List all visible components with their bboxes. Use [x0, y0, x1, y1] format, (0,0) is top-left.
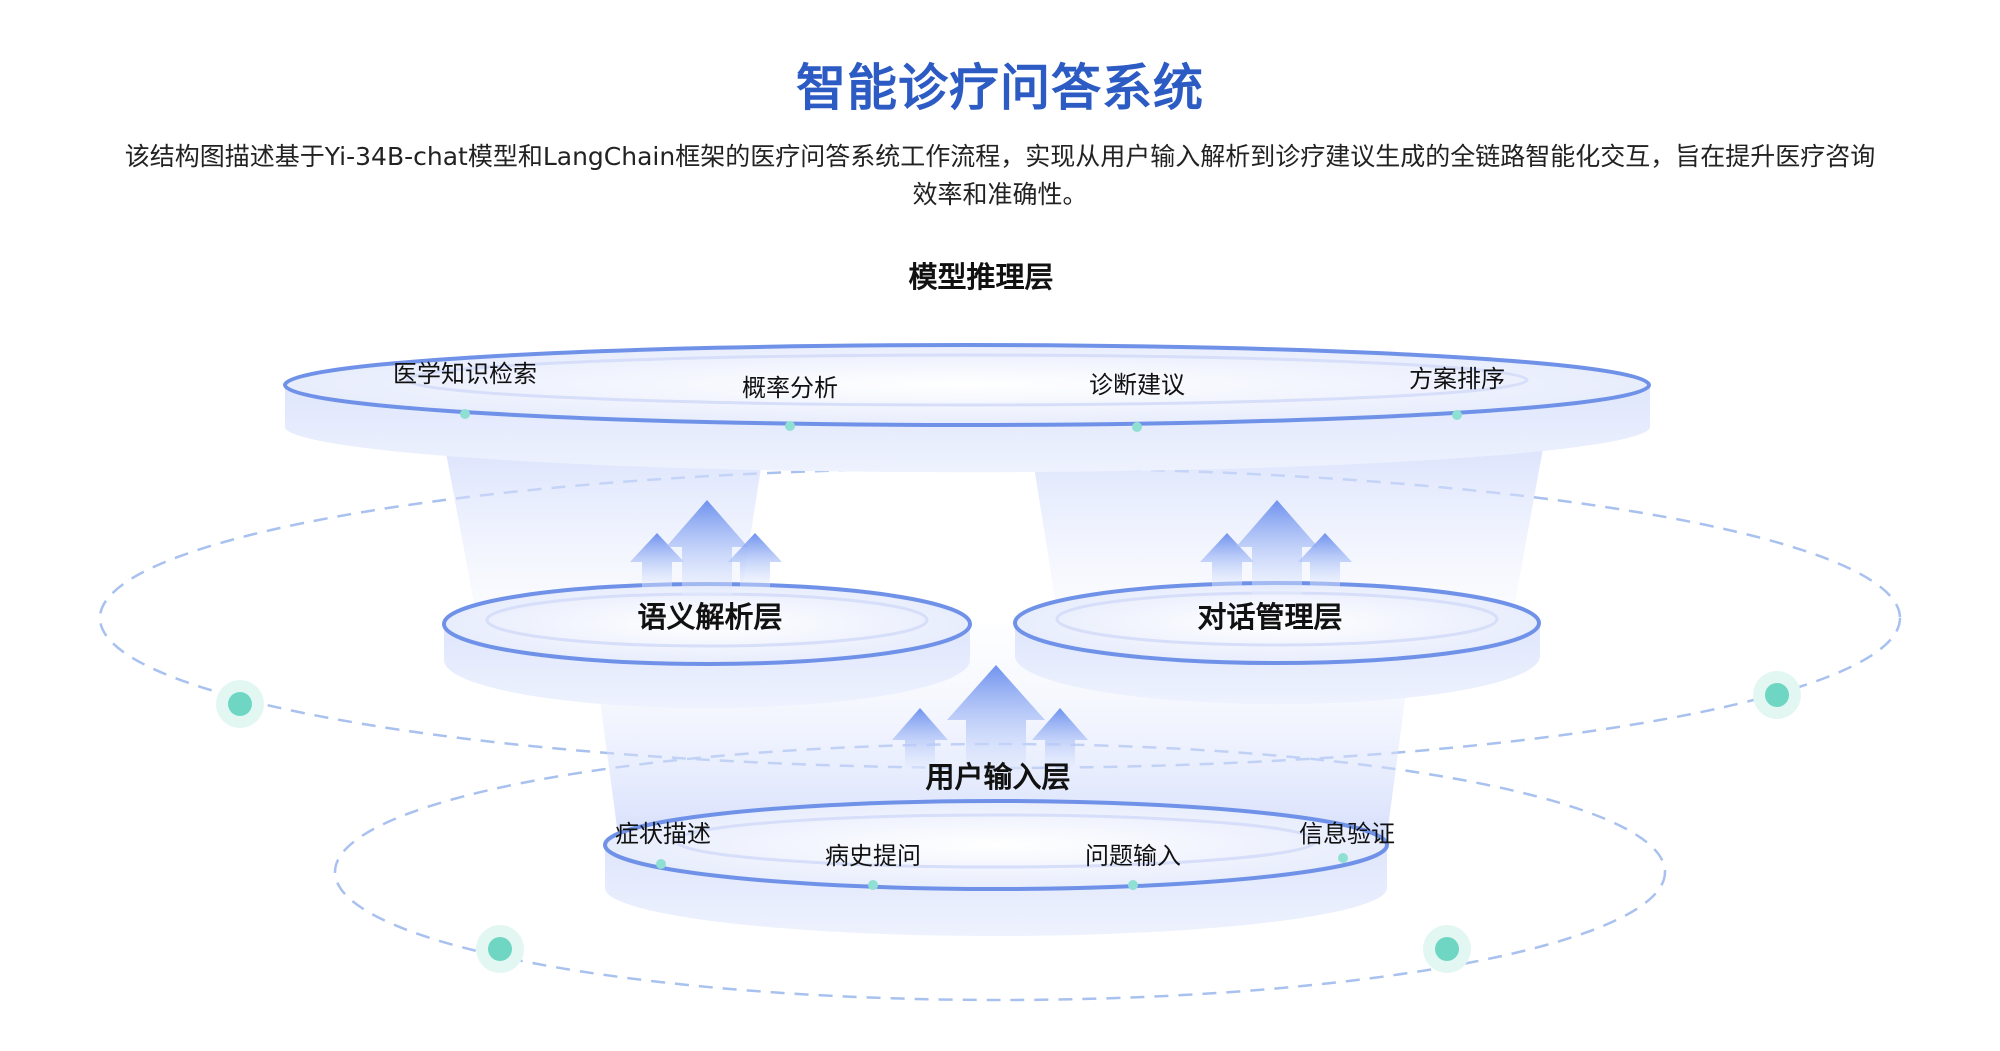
model-item-plan-ranking: 方案排序 — [1409, 365, 1505, 393]
platform-input — [603, 799, 1389, 936]
platform-semantic — [442, 582, 972, 708]
input-item-info-verification: 信息验证 — [1299, 820, 1395, 848]
model-item-probability-analysis: 概率分析 — [742, 374, 838, 402]
layer-name-semantic: 语义解析层 — [637, 600, 782, 634]
input-item-question-input: 问题输入 — [1085, 842, 1181, 870]
item-dots — [460, 409, 1462, 890]
page-title: 智能诊疗问答系统 — [796, 59, 1204, 117]
layer-name-dialog: 对话管理层 — [1197, 600, 1342, 634]
orbit-nodes — [216, 671, 1801, 973]
layer-name-model: 模型推理层 — [908, 260, 1053, 294]
input-item-history-question: 病史提问 — [825, 842, 921, 870]
outer-orbit — [98, 466, 1902, 770]
layer-name-input: 用户输入层 — [925, 760, 1070, 794]
arrows-semantic-to-model — [630, 500, 782, 595]
input-item-symptom-description: 症状描述 — [615, 820, 711, 848]
page-description: 该结构图描述基于Yi-34B-chat模型和LangChain框架的医疗问答系统… — [124, 142, 1876, 209]
arrows-dialog-to-model — [1200, 500, 1352, 595]
model-item-knowledge-retrieval: 医学知识检索 — [393, 360, 537, 388]
model-item-diagnosis-advice: 诊断建议 — [1089, 371, 1185, 399]
platform-dialog — [1013, 581, 1541, 705]
arrows-input-to-middle — [892, 665, 1088, 778]
platform-model — [283, 343, 1651, 473]
